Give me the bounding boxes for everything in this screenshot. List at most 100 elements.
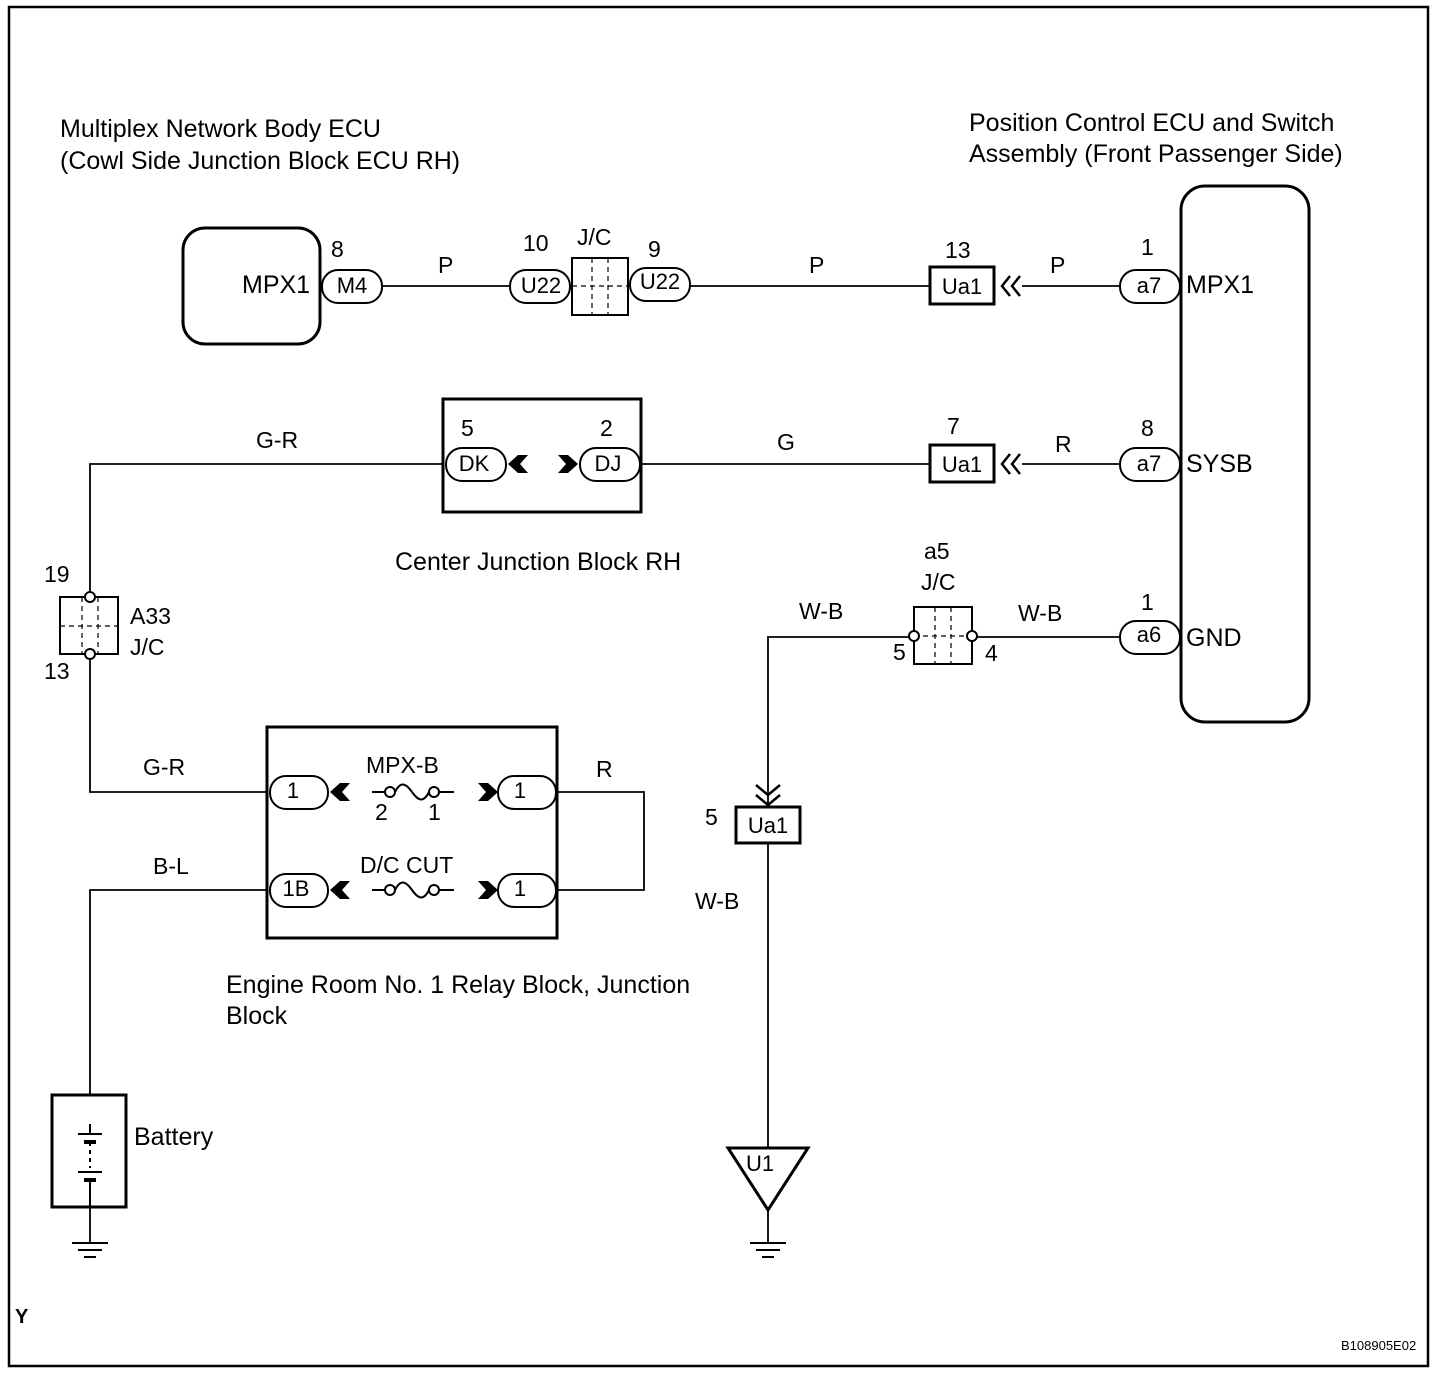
engine-room-block-label-line1: Engine Room No. 1 Relay Block, Junction [226, 971, 690, 999]
pin-ua1-mid: 7 [947, 413, 960, 439]
center-junction-block-label: Center Junction Block RH [395, 548, 681, 576]
relay-connector-1-right-lower [497, 873, 557, 908]
fuse-mpx-b-label: MPX-B [366, 752, 439, 778]
wire-color-label: G-R [143, 754, 185, 780]
connector-dj [579, 447, 641, 482]
pin-a5-left: 5 [893, 639, 906, 665]
connector-a7-mid-label: a7 [1137, 451, 1161, 476]
pin-a7-top: 1 [1141, 234, 1154, 260]
male-terminal-icon [478, 881, 498, 899]
pin-a7-mid: 8 [1141, 415, 1154, 441]
connector-a7-mid [1119, 447, 1181, 482]
wire-color-label: G [777, 429, 795, 455]
double-chevron-icon [755, 784, 781, 807]
battery-label: Battery [134, 1123, 214, 1151]
female-terminal-icon [330, 881, 350, 899]
relay-connector-1-right [497, 775, 557, 810]
pin-dj: 2 [600, 415, 613, 441]
connector-dk [445, 447, 507, 482]
body-ecu-terminal-mpx1: MPX1 [242, 271, 310, 299]
pin-a5-right: 4 [985, 640, 998, 666]
connector-ua1-bottom [734, 805, 802, 845]
fuse-mpx-b-icon [372, 783, 454, 801]
pin-a33-bottom: 13 [44, 658, 70, 684]
figure-id: B108905E02 [1341, 1338, 1416, 1353]
male-terminal-icon [478, 783, 498, 801]
engine-room-block-label-line2: Block [226, 1002, 288, 1030]
wire-color-label: P [438, 252, 453, 278]
connector-dj-label: DJ [595, 451, 622, 476]
relay-connector-1-left-label: 1 [287, 778, 299, 803]
junction-connector-a33-label: J/C [130, 634, 165, 660]
junction-connector-a5-id: a5 [924, 538, 950, 564]
pin-ua1-bottom: 5 [705, 804, 718, 830]
pin-m4: 8 [331, 236, 344, 262]
female-terminal-icon [508, 455, 528, 473]
fuse-dc-cut-label: D/C CUT [360, 852, 453, 878]
connector-ua1-top-label: Ua1 [942, 274, 982, 299]
wire-color-label: W-B [695, 888, 739, 914]
body-ecu-title-line2: (Cowl Side Junction Block ECU RH) [60, 147, 460, 175]
wire-color-label: R [1055, 431, 1072, 457]
double-chevron-icon [1000, 453, 1021, 475]
connector-a7-top [1119, 269, 1181, 304]
connector-u22-right-label: U22 [640, 269, 680, 294]
wire-color-label: R [596, 756, 613, 782]
junction-connector-top-label: J/C [577, 224, 612, 250]
junction-connector-a5-label: J/C [921, 569, 956, 595]
wire-color-label: B-L [153, 853, 189, 879]
ground-point-u1 [725, 1146, 811, 1213]
pin-a6: 1 [1141, 589, 1154, 615]
position-ecu-title-line1: Position Control ECU and Switch [969, 109, 1334, 137]
double-chevron-icon [1000, 275, 1021, 297]
connector-ua1-mid-label: Ua1 [942, 452, 982, 477]
fuse-pin-left: 2 [375, 799, 388, 825]
connector-u22-left [509, 269, 571, 304]
diagram-frame [7, 5, 1430, 1368]
connector-m4-label: M4 [337, 273, 368, 298]
wire-color-label: G-R [256, 427, 298, 453]
pin-u22-left: 10 [523, 230, 549, 256]
pin-dk: 5 [461, 415, 474, 441]
relay-connector-1-left [269, 775, 329, 810]
connector-dk-label: DK [459, 451, 490, 476]
connector-ua1-mid [928, 443, 996, 484]
pin-a33-top: 19 [44, 561, 70, 587]
relay-connector-1-right-label: 1 [514, 778, 526, 803]
position-ecu-box [1179, 184, 1311, 724]
battery-symbol [78, 1124, 102, 1207]
connector-m4 [321, 269, 383, 304]
wire-color-label: P [809, 252, 824, 278]
ground-icon [72, 1242, 108, 1258]
wire-color-label: P [1050, 252, 1065, 278]
relay-connector-1b-label: 1B [283, 876, 310, 901]
connector-a6 [1119, 620, 1181, 655]
relay-connector-1-right-lower-label: 1 [514, 876, 526, 901]
ground-point-u1-label: U1 [746, 1151, 774, 1176]
male-terminal-icon [558, 455, 578, 473]
fuse-dc-cut-icon [372, 881, 454, 899]
relay-connector-1b [269, 873, 329, 908]
connector-a6-label: a6 [1137, 622, 1161, 647]
wire-color-label: W-B [799, 598, 843, 624]
wire-color-label: W-B [1018, 600, 1062, 626]
connector-u22-right [629, 267, 691, 302]
pin-u22-right: 9 [648, 236, 661, 262]
pin-ua1-top: 13 [945, 237, 971, 263]
female-terminal-icon [330, 783, 350, 801]
position-ecu-terminal-mpx1: MPX1 [1186, 271, 1254, 299]
position-ecu-terminal-sysb: SYSB [1186, 450, 1253, 478]
connector-u22-left-label: U22 [521, 273, 561, 298]
page-code: Y [15, 1306, 29, 1328]
position-ecu-terminal-gnd: GND [1186, 624, 1242, 652]
body-ecu-title-line1: Multiplex Network Body ECU [60, 115, 381, 143]
position-ecu-title-line2: Assembly (Front Passenger Side) [969, 140, 1343, 168]
junction-connector-a33-id: A33 [130, 603, 171, 629]
fuse-pin-right: 1 [428, 799, 441, 825]
connector-a7-top-label: a7 [1137, 273, 1161, 298]
body-ecu-box [181, 226, 322, 346]
connector-ua1-top [928, 265, 996, 306]
connector-ua1-bottom-label: Ua1 [748, 813, 788, 838]
ground-icon [750, 1242, 786, 1258]
